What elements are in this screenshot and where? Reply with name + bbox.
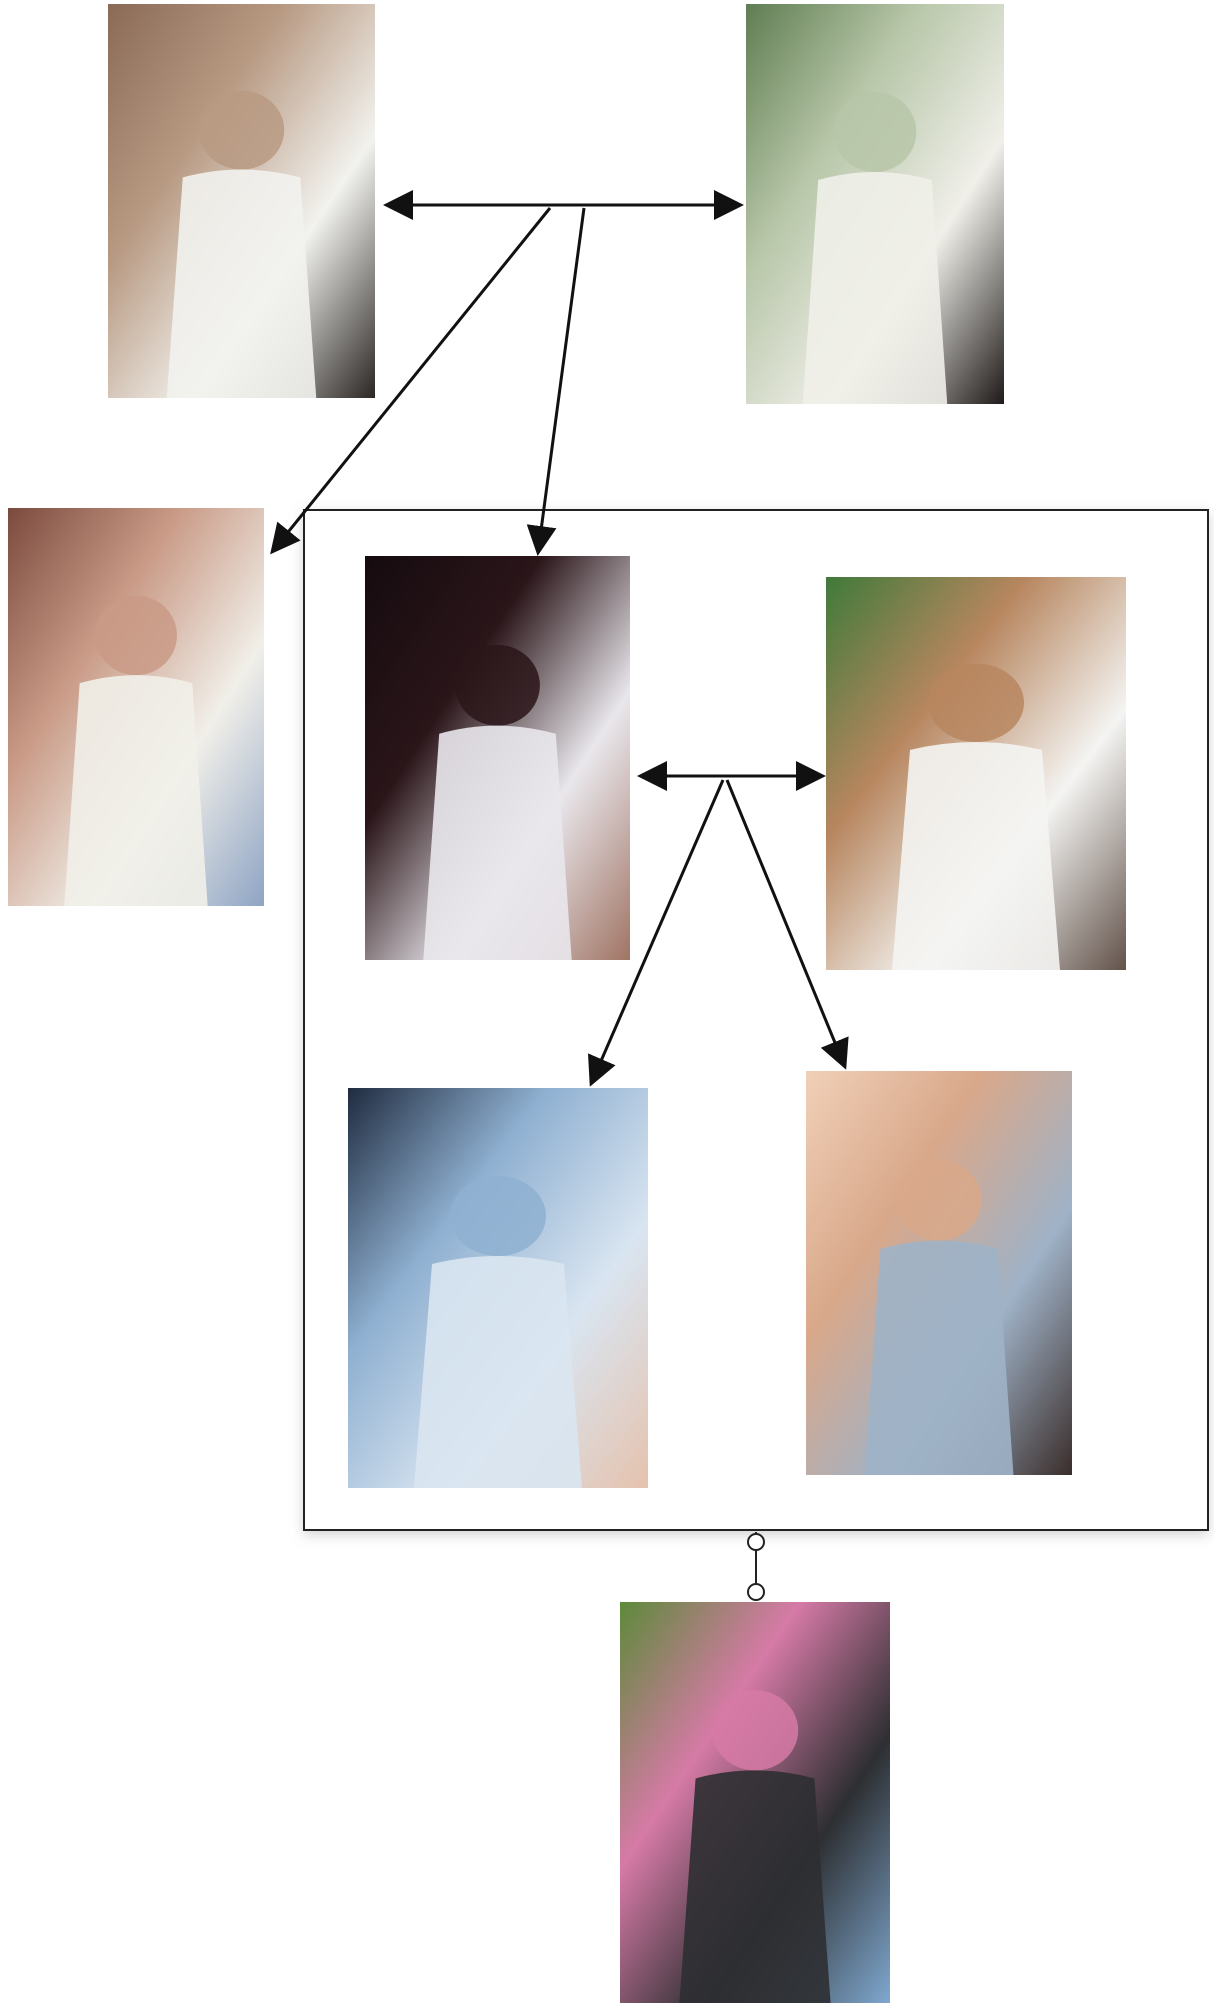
photo-subject-body — [166, 169, 317, 398]
inner-child-arrow-left — [587, 779, 725, 1087]
photo-subject-body — [864, 1240, 1014, 1475]
photo-subject-head — [928, 663, 1024, 743]
group-connector — [747, 1532, 765, 1601]
family-group-photo — [620, 1602, 890, 2003]
baby-son-1-photo — [348, 1088, 648, 1488]
photo-subject-head — [95, 595, 177, 676]
top-child-arrow-right — [526, 207, 586, 556]
grandmother-photo — [746, 4, 1004, 404]
photo-subject-head — [455, 644, 540, 726]
baby-son-2-photo — [806, 1071, 1072, 1475]
toddler-father-photo — [8, 508, 264, 906]
photo-subject-head — [198, 90, 285, 170]
toddler-mother-photo — [365, 556, 630, 960]
photo-subject-body — [679, 1770, 831, 2003]
photo-subject-body — [892, 742, 1060, 970]
photo-subject-body — [423, 725, 572, 960]
photo-subject-body — [414, 1256, 582, 1488]
photo-subject-body — [802, 172, 948, 404]
photo-subject-head — [896, 1159, 982, 1241]
photo-subject-head — [711, 1690, 799, 1771]
inner-child-arrow-right — [725, 779, 849, 1070]
grandfather-photo — [108, 4, 375, 398]
mother-adult-photo — [826, 577, 1126, 970]
top-child-arrow-left — [270, 207, 552, 555]
photo-subject-head — [833, 92, 917, 172]
photo-subject-head — [450, 1176, 546, 1256]
photo-subject-body — [64, 675, 208, 906]
